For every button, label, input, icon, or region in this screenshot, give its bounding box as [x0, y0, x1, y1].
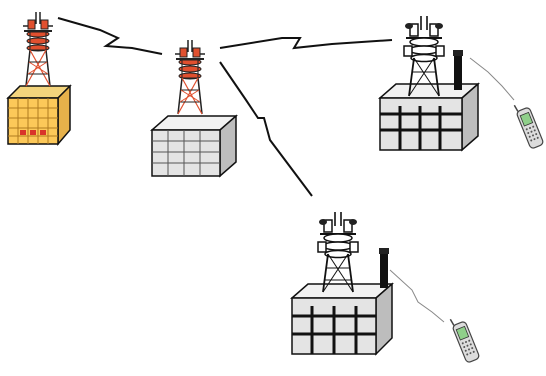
building-gray [290, 282, 394, 356]
building-yellow [6, 84, 72, 147]
link-tower2-tower4 [219, 61, 313, 197]
building-gray [150, 114, 238, 178]
node-tower-2 [150, 39, 238, 178]
tower-red-icon [174, 39, 206, 115]
phone-2 [448, 313, 481, 364]
wireless-link-tower3-phone1 [469, 57, 515, 101]
tower-red-icon [22, 11, 54, 87]
mobile-phone-icon [448, 313, 481, 364]
node-tower-4 [290, 211, 394, 356]
building-gray [378, 82, 480, 152]
node-tower-3 [378, 15, 480, 152]
wireless-link-tower4-phone2 [389, 269, 445, 323]
node-tower-1 [6, 11, 72, 147]
antenna-mast-icon [453, 50, 463, 90]
link-tower1-tower2 [57, 17, 163, 55]
antenna-mast-icon [379, 248, 389, 288]
link-tower2-tower3 [219, 37, 393, 50]
mobile-phone-icon [512, 99, 545, 150]
tower-black-icon [317, 211, 359, 293]
phone-1 [512, 99, 545, 150]
tower-black-icon [403, 15, 445, 97]
